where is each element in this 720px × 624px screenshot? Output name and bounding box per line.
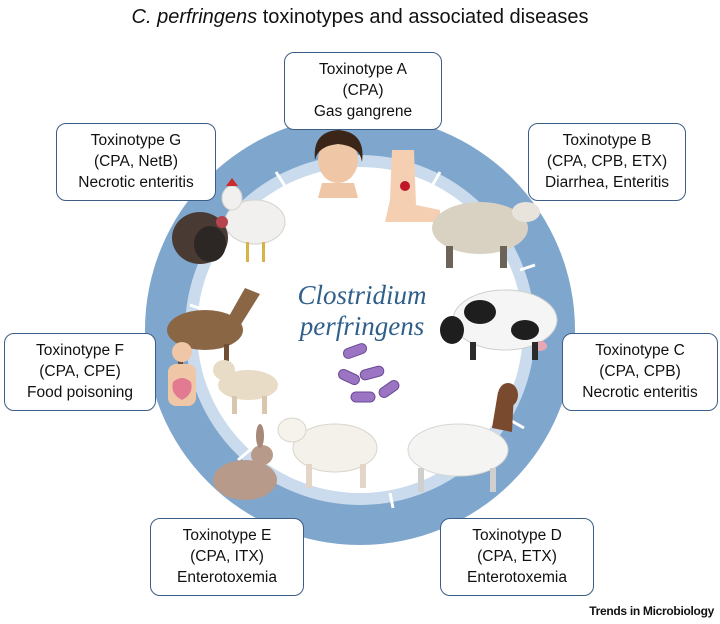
center-label-line1: Clostridium	[297, 280, 426, 310]
toxinotype-g-disease: Necrotic enteritis	[78, 174, 194, 191]
rooster-illustration	[221, 178, 286, 262]
toxinotype-b-toxins: (CPA, CPB, ETX)	[546, 153, 668, 170]
title-species: C. perfringens	[131, 6, 258, 28]
dog-illustration	[213, 360, 278, 414]
toxinotype-c-disease: Necrotic enteritis	[582, 384, 698, 401]
toxinotype-g-toxins: (CPA, NetB)	[93, 153, 179, 170]
toxinotype-d-name: Toxinotype D	[472, 527, 562, 544]
toxinotype-f-disease: Food poisoning	[27, 384, 133, 401]
toxinotype-f-box: Toxinotype F (CPA, CPE) Food poisoning	[4, 333, 156, 411]
toxinotype-g-name: Toxinotype G	[90, 132, 182, 149]
toxinotype-f-toxins: (CPA, CPE)	[39, 363, 121, 380]
title-rest: toxinotypes and associated diseases	[262, 6, 589, 28]
toxinotype-f-name: Toxinotype F	[36, 342, 124, 359]
ring-dividers	[189, 171, 536, 509]
toxinotype-e-name: Toxinotype E	[182, 527, 272, 544]
figure-title: C. perfringens toxinotypes and associate…	[0, 6, 720, 29]
rabbit-illustration	[213, 424, 277, 500]
journal-credit: Trends in Microbiology	[589, 604, 714, 618]
toxinotype-e-disease: Enterotoxemia	[177, 569, 277, 586]
toxinotype-c-toxins: (CPA, CPB)	[599, 363, 681, 380]
turkey-illustration	[172, 212, 228, 264]
toxinotype-g-box: Toxinotype G (CPA, NetB) Necrotic enteri…	[56, 123, 216, 201]
toxinotype-a-name: Toxinotype A	[319, 61, 407, 78]
leg-wound-illustration	[385, 150, 440, 222]
sheep-illustration	[432, 202, 540, 268]
lamb-illustration	[277, 417, 378, 488]
toxinotype-c-name: Toxinotype C	[595, 342, 685, 359]
toxinotype-c-box: Toxinotype C (CPA, CPB) Necrotic enterit…	[562, 333, 718, 411]
goat-illustration	[407, 383, 518, 492]
toxinotype-b-box: Toxinotype B (CPA, CPB, ETX) Diarrhea, E…	[528, 123, 686, 201]
toxinotype-a-disease: Gas gangrene	[313, 103, 413, 120]
toxinotype-d-box: Toxinotype D (CPA, ETX) Enterotoxemia	[440, 518, 594, 596]
toxinotype-b-name: Toxinotype B	[562, 132, 652, 149]
toxinotype-a-box: Toxinotype A (CPA) Gas gangrene	[284, 52, 442, 130]
toxinotype-e-toxins: (CPA, ITX)	[190, 548, 264, 565]
toxinotype-d-toxins: (CPA, ETX)	[477, 548, 557, 565]
toxinotype-b-disease: Diarrhea, Enteritis	[544, 174, 670, 191]
toxinotype-e-box: Toxinotype E (CPA, ITX) Enterotoxemia	[150, 518, 304, 596]
center-disc	[197, 167, 523, 493]
toxinotype-d-disease: Enterotoxemia	[467, 569, 567, 586]
cow-illustration	[440, 289, 558, 360]
human-digestive-illustration	[168, 342, 196, 406]
center-label-line2: perfringens	[298, 311, 425, 341]
bacteria-cluster	[338, 343, 400, 403]
human-face-illustration	[314, 130, 363, 198]
toxinotype-a-toxins: (CPA)	[342, 82, 384, 99]
